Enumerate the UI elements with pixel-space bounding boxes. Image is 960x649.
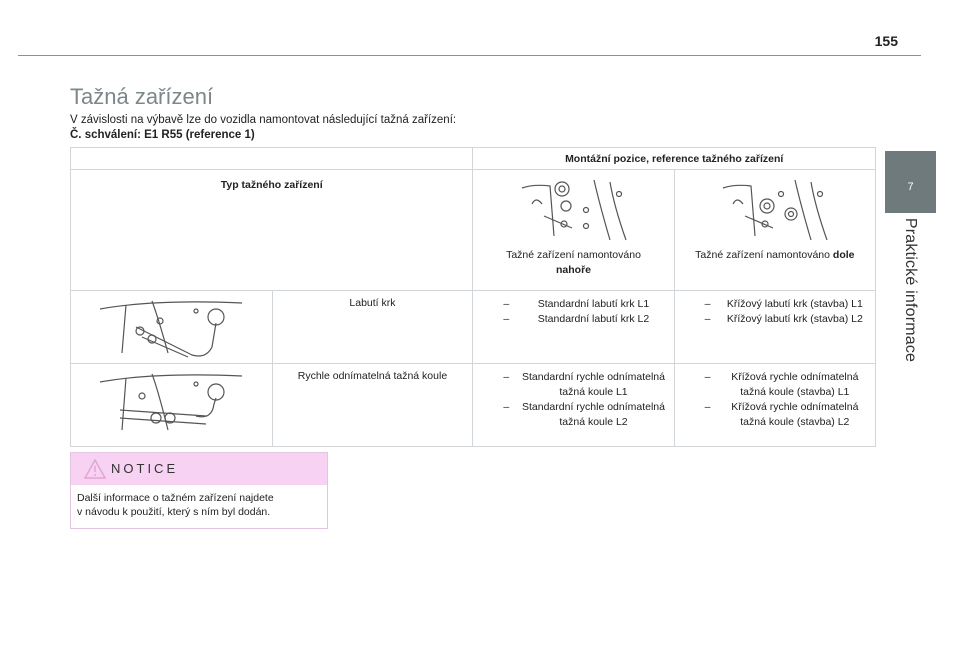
row-name: Labutí krk: [271, 290, 474, 364]
caption-bold: dole: [832, 249, 855, 261]
list-item-text: Křížový labutí krk (stavba) L2: [726, 313, 863, 325]
type-header: Typ tažného zařízení: [69, 169, 474, 291]
row-lower-list: – Křížový labutí krk (stavba) L1 – Křížový…: [673, 290, 877, 364]
position-lower: Tažné zařízení namontováno dole: [673, 169, 877, 291]
list-item: – Křížový labutí krk (stavba) L1: [705, 297, 869, 312]
row-upper-list: –Standardní rychle odnímatelná tažná kou…: [472, 363, 675, 447]
notice-text: Další informace o tažném zařízení najdet…: [71, 485, 327, 519]
warning-triangle-icon: [84, 459, 106, 479]
list-item: – Křížová rychle odnímatelná tažná koule …: [705, 400, 869, 430]
list-item: – Křížový labutí krk (stavba) L2: [705, 312, 869, 327]
detachable-tow-ball-icon: [100, 373, 243, 431]
table-row: Labutí krk – Standardní labutí krk L1 – St…: [70, 290, 877, 364]
list-item-text: Křížová rychle odnímatelná tažná koule (…: [731, 371, 859, 398]
row-image: [70, 290, 273, 364]
position-lower-caption: Tažné zařízení namontováno dole: [675, 248, 875, 263]
dash: –: [503, 401, 510, 413]
position-upper-caption: Tažné zařízení namontováno nahoře: [473, 248, 673, 278]
row-name: Rychle odnímatelná tažná koule: [271, 363, 474, 447]
notice-header: NOTICE: [71, 453, 327, 485]
dash: –: [704, 371, 711, 383]
list-item-text: Křížový labutí krk (stavba) L1: [726, 298, 863, 310]
caption-text: Tažné zařízení namontováno: [506, 249, 641, 261]
dash: –: [704, 313, 711, 325]
list-item: – Křížová rychle odnímatelná tažná koule …: [705, 370, 869, 400]
chapter-label: Praktické informace: [902, 217, 919, 363]
lower-mount-diagram-icon: [722, 179, 828, 241]
list-item: – Standardní labutí krk L2: [503, 312, 667, 327]
list-item-text: Křížová rychle odnímatelná tažná koule (…: [731, 401, 859, 428]
row-upper-list: – Standardní labutí krk L1 – Standardní la…: [472, 290, 675, 364]
notice-line: Další informace o tažném zařízení najdet…: [77, 492, 274, 504]
list-item: – Standardní labutí krk L1: [503, 297, 667, 312]
notice-box: NOTICE Další informace o tažném zařízení…: [70, 452, 328, 529]
dash: –: [503, 298, 510, 310]
list-item-text: Standardní rychle odnímatelná tažná koul…: [521, 401, 665, 428]
dash: –: [704, 401, 711, 413]
dash: –: [503, 313, 510, 325]
chapter-tab[interactable]: 7: [885, 151, 936, 213]
list-item-text: Standardní labutí krk L2: [537, 313, 650, 325]
dash: –: [704, 298, 711, 310]
page-number: 155: [874, 33, 898, 49]
dash: –: [503, 371, 510, 383]
list-item: –Standardní rychle odnímatelná tažná kou…: [503, 400, 667, 430]
list-item-text: Standardní labutí krk L1: [537, 298, 650, 310]
row-lower-list: – Křížová rychle odnímatelná tažná koule …: [673, 363, 877, 447]
list-item: –Standardní rychle odnímatelná tažná kou…: [503, 370, 667, 400]
notice-title: NOTICE: [111, 461, 179, 476]
towbar-table: Montážní pozice, reference tažného zaříz…: [69, 147, 877, 447]
page-title: Tažná zařízení: [70, 84, 214, 109]
upper-mount-diagram-icon: [521, 179, 627, 241]
list-item-text: Standardní rychle odnímatelná tažná koul…: [521, 371, 665, 398]
table-heading: Montážní pozice, reference tažného zaříz…: [472, 147, 876, 170]
position-upper: Tažné zařízení namontováno nahoře: [472, 169, 675, 291]
header-rule: [18, 55, 921, 56]
table-row: Rychle odnímatelná tažná koule –Standard…: [70, 363, 877, 447]
row-image: [70, 363, 273, 447]
chapter-number: 7: [907, 181, 914, 193]
intro-line: V závislosti na výbavě lze do vozidla na…: [70, 114, 457, 126]
table-corner: [69, 147, 474, 170]
caption-text: Tažné zařízení namontováno: [695, 249, 830, 261]
intro-text: V závislosti na výbavě lze do vozidla na…: [70, 113, 850, 143]
notice-line: v návodu k použití, který s ním byl dodá…: [77, 506, 271, 518]
caption-bold: nahoře: [555, 264, 591, 276]
swan-neck-hitch-icon: [100, 300, 243, 358]
approval-number: Č. schválení: E1 R55 (reference 1): [70, 129, 255, 141]
